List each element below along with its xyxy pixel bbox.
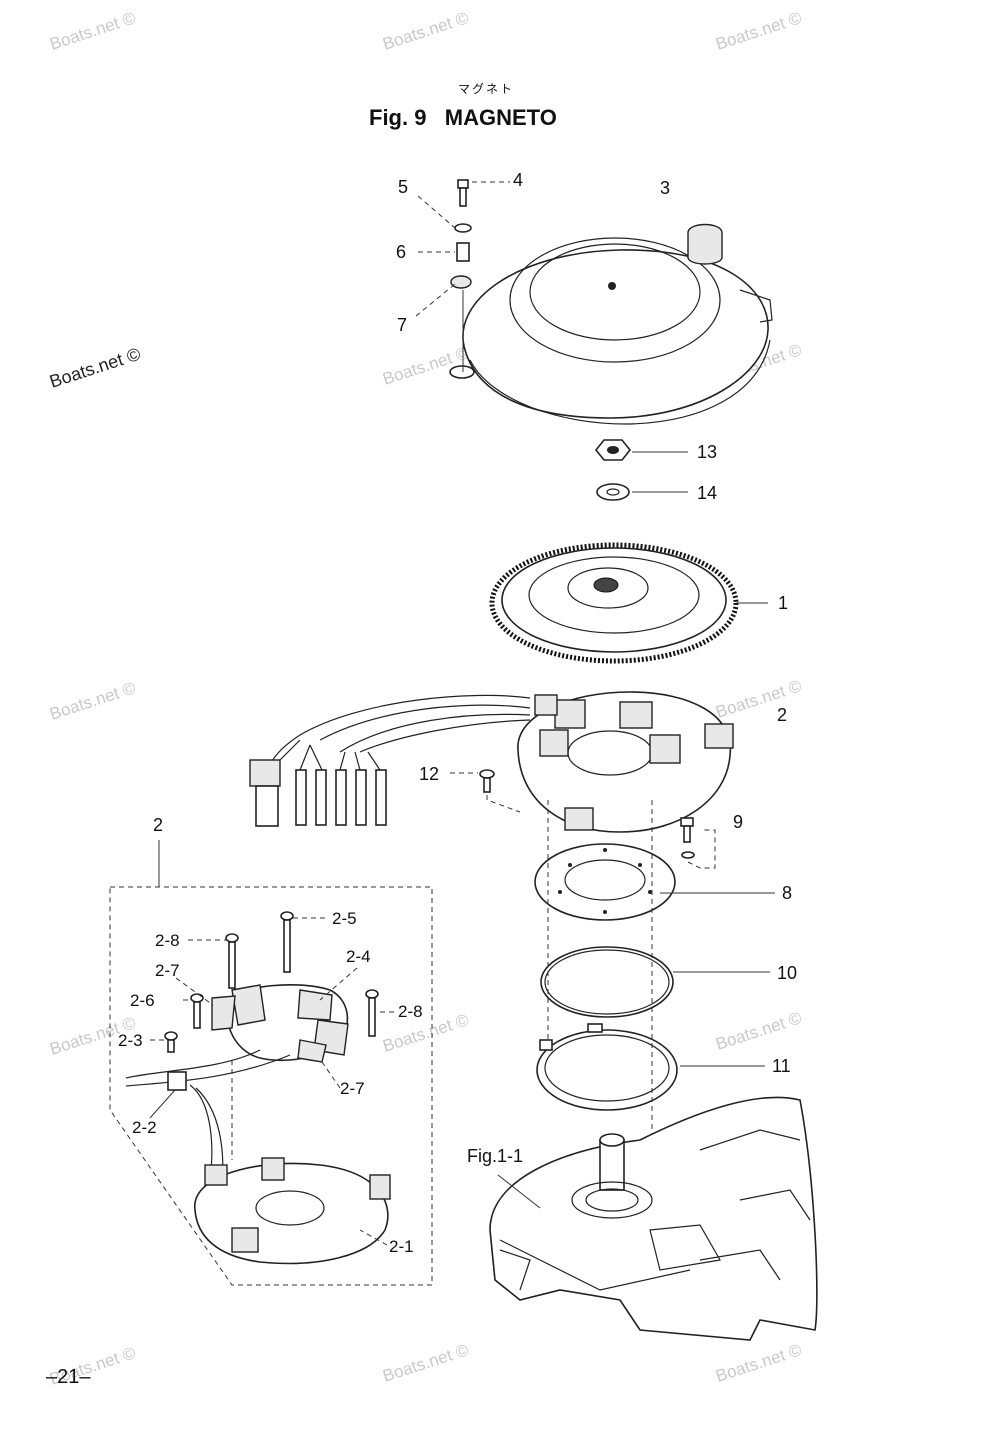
ring-holder-part [536,1023,678,1111]
bolt-assembly [450,179,472,372]
watermark: Boats.net © [713,1008,804,1054]
callout-13: 13 [697,442,717,462]
callout-10: 10 [777,963,797,983]
callout-2-1: 2-1 [389,1237,414,1256]
watermark: Boats.net © [380,8,471,54]
reference-fig-1-1: Fig.1-1 [467,1146,523,1166]
callout-3: 3 [660,178,670,198]
screw-part [479,769,521,813]
watermark: Boats.net © [47,8,138,54]
inset-label-2: 2 [153,815,163,835]
stator-detail-inset [109,840,433,1286]
callout-9: 9 [733,812,743,832]
callout-4: 4 [513,170,523,190]
nut-and-washer [594,439,632,501]
watermark: Boats.net © [47,678,138,724]
callout-2-2: 2-2 [132,1118,157,1137]
callout-2-8: 2-8 [155,931,180,950]
screw-and-washer [680,817,695,859]
watermark: Boats.net © [713,8,804,54]
flywheel-cover-part [449,223,773,425]
part-callouts: 4 5 3 6 7 13 14 1 2 12 9 2 8 10 11 Fig.1… [118,170,797,1256]
callout-1: 1 [778,593,788,613]
stator-assembly-part [517,691,734,833]
watermark: Boats.net © [380,1340,471,1386]
callout-2: 2 [777,705,787,725]
powerhead-reference [489,1096,818,1341]
callout-2-8: 2-8 [398,1002,423,1021]
figure-subtitle-jp: マグネト [458,82,514,96]
callout-7: 7 [397,315,407,335]
callout-2-5: 2-5 [332,909,357,928]
callout-12: 12 [419,764,439,784]
watermark: Boats.net © [380,1010,471,1056]
watermark: Boats.net © [713,1340,804,1386]
alignment-line [687,829,716,869]
watermark: Boats.net © [713,676,804,722]
figure-title: Fig. 9 MAGNETO [369,105,557,130]
wiring-harness [249,694,531,827]
callout-2-3: 2-3 [118,1031,143,1050]
flywheel-part [489,542,739,664]
callout-6: 6 [396,242,406,262]
callout-11: 11 [772,1056,791,1076]
callout-2-7: 2-7 [155,961,180,980]
page-number: –21– [46,1366,91,1388]
leader-lines [149,181,775,1246]
callout-2-6: 2-6 [130,991,155,1010]
callout-8: 8 [782,883,792,903]
callout-14: 14 [697,483,717,503]
callout-2-4: 2-4 [346,947,371,966]
callout-2-7: 2-7 [340,1079,365,1098]
o-ring-part [540,946,674,1018]
stator-plate-part [534,843,676,921]
watermark: Boats.net © [47,344,143,392]
callout-5: 5 [398,177,408,197]
